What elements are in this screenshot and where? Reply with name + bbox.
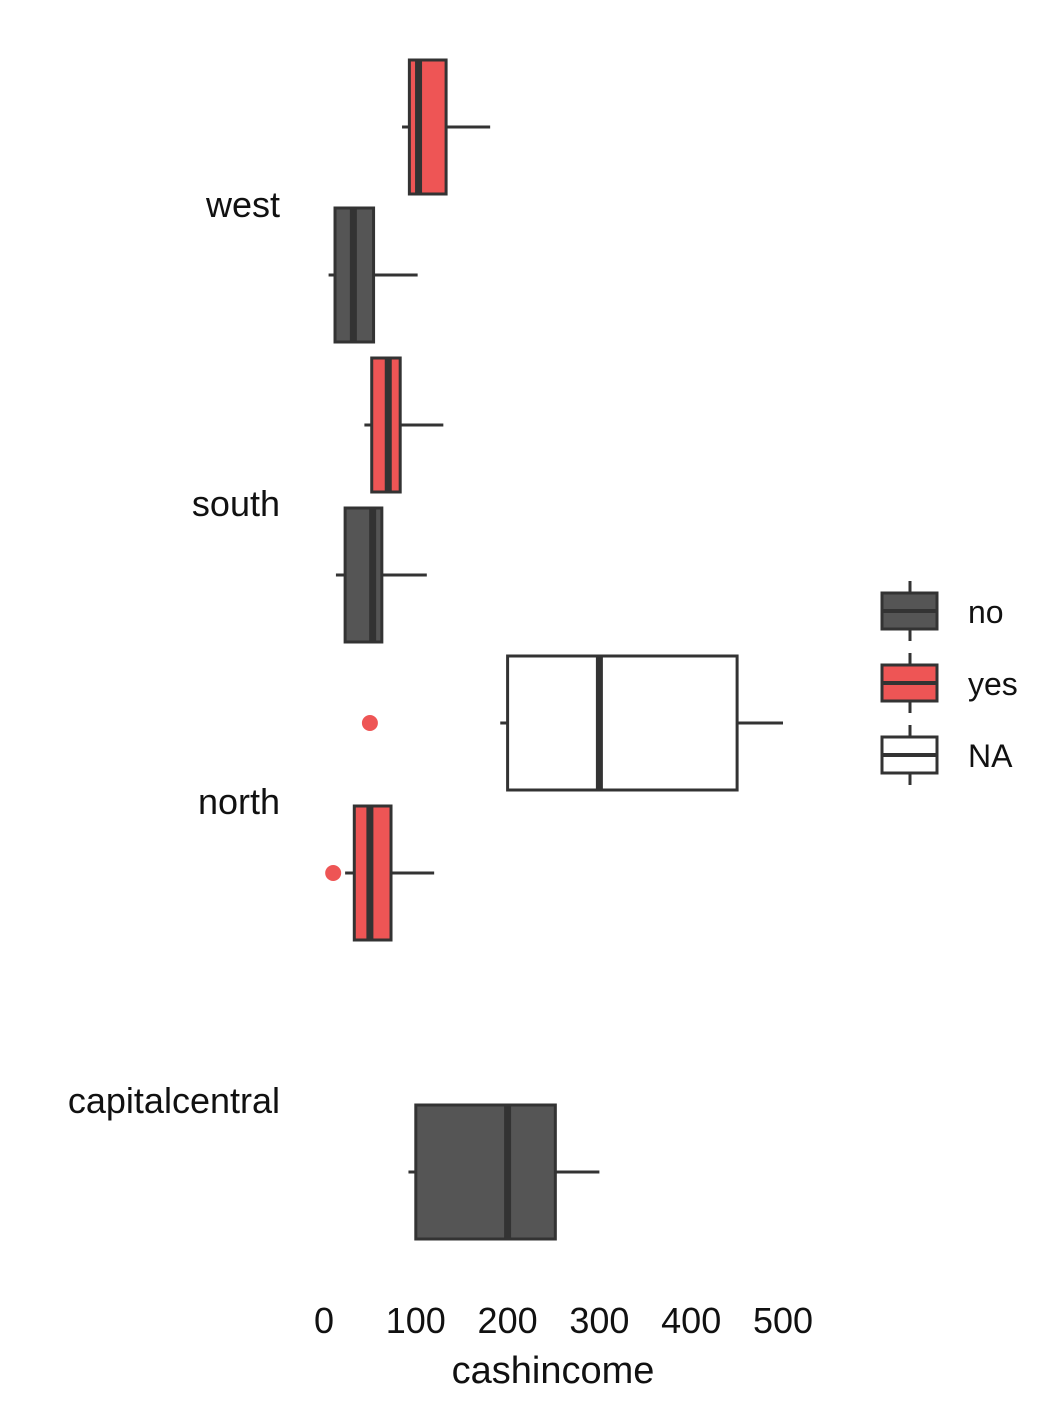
legend-item-na: NA — [880, 725, 1013, 785]
x-axis-title: cashincome — [452, 1350, 655, 1392]
legend-label-no: no — [968, 594, 1004, 630]
x-tick-label-400: 400 — [661, 1300, 721, 1341]
legend-label-na: NA — [968, 738, 1013, 774]
box-north-yes-5 — [361, 715, 378, 731]
box-iqr — [407, 58, 448, 196]
box-iqr — [414, 1103, 557, 1241]
x-tick-label-200: 200 — [478, 1300, 538, 1341]
outlier-point — [361, 715, 378, 731]
legend-item-no: no — [880, 581, 1004, 641]
outlier-point — [325, 865, 342, 881]
box-capitalcentral-no-7 — [408, 1103, 600, 1241]
box-north-na-4 — [500, 654, 783, 792]
legend-label-yes: yes — [968, 666, 1018, 702]
box-iqr — [506, 654, 739, 792]
box-west-yes-0 — [402, 58, 491, 196]
category-labels: west south north capitalcentral — [68, 184, 280, 1121]
category-label-west: west — [205, 184, 280, 225]
x-tick-label-100: 100 — [386, 1300, 446, 1341]
box-iqr — [343, 506, 384, 644]
x-tick-label-0: 0 — [314, 1300, 334, 1341]
x-axis-ticks: 0 100 200 300 400 500 — [314, 1300, 813, 1341]
x-tick-label-300: 300 — [569, 1300, 629, 1341]
box-south-yes-2 — [364, 356, 444, 494]
category-label-capitalcentral: capitalcentral — [68, 1080, 280, 1121]
category-label-north: north — [198, 781, 280, 822]
legend-item-yes: yes — [880, 653, 1018, 713]
category-label-south: south — [192, 483, 280, 524]
box-south-no-3 — [335, 506, 427, 644]
x-tick-label-500: 500 — [753, 1300, 813, 1341]
box-west-no-1 — [328, 206, 418, 344]
boxes-layer — [325, 58, 783, 1241]
box-north-yes-6 — [325, 804, 435, 942]
